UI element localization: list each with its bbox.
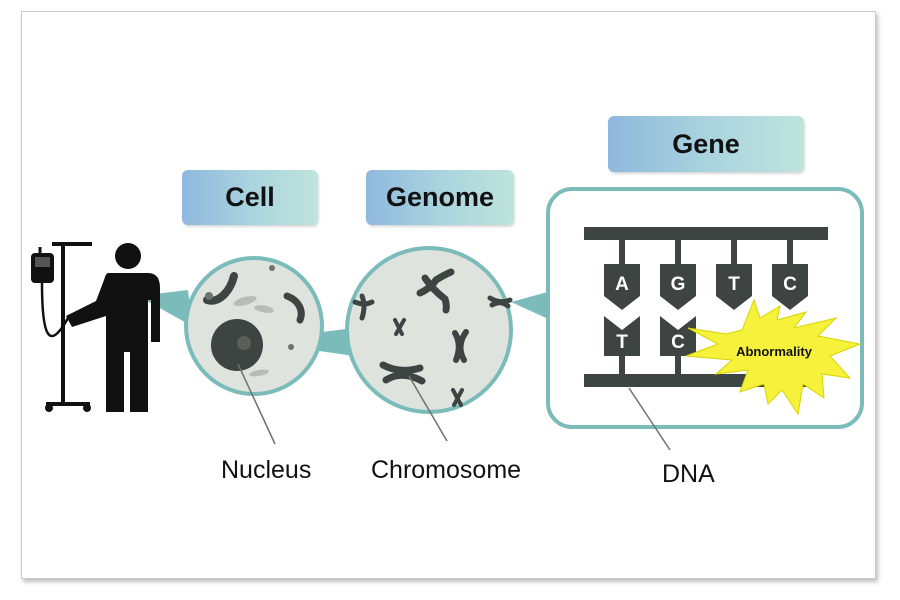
nucleus-shape <box>211 319 263 371</box>
base-bottom-t: T <box>616 332 628 353</box>
base-block-g <box>660 264 696 310</box>
dna-panel: A G T C T C Abnormality <box>546 187 864 429</box>
chromosome-label: Chromosome <box>371 456 522 484</box>
gene-title: Gene <box>608 116 804 172</box>
base-g: G <box>671 274 686 295</box>
dna-label: DNA <box>662 460 715 488</box>
dna-top-strand <box>584 227 828 240</box>
base-c: C <box>783 274 797 295</box>
nucleus-label: Nucleus <box>221 456 312 484</box>
cell-illustration <box>184 256 324 396</box>
dna-pointer-line <box>628 387 671 451</box>
genome-illustration <box>345 246 513 414</box>
base-t: T <box>728 274 740 295</box>
patient-icon <box>31 242 160 412</box>
cell-title: Cell <box>182 170 318 225</box>
chromosome-shapes <box>352 268 513 407</box>
chromosome-pointer-line <box>408 375 448 442</box>
base-a: A <box>615 274 629 295</box>
base-block-t <box>716 264 752 310</box>
nucleus-pointer-line <box>237 363 276 445</box>
genome-title: Genome <box>366 170 514 225</box>
abnormality-burst <box>685 298 862 416</box>
abnormality-label: Abnormality <box>736 344 813 359</box>
zoom-wedge-genome-gene <box>511 290 555 322</box>
base-block-bottom-c <box>660 316 696 356</box>
base-block-a <box>604 264 640 310</box>
base-block-bottom-t <box>604 316 640 356</box>
base-bottom-c: C <box>671 332 685 353</box>
base-block-c <box>772 264 808 310</box>
